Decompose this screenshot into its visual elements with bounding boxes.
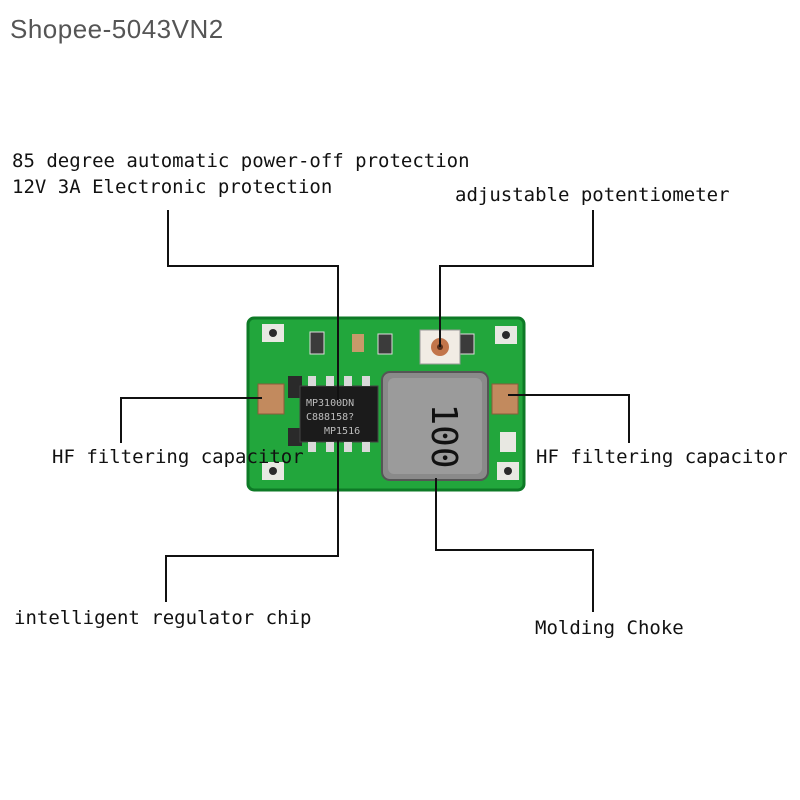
callout-chip: intelligent regulator chip — [14, 607, 312, 629]
inductor-marking: 100 — [423, 403, 464, 468]
leader-choke — [435, 478, 594, 612]
chip-marking-line-3: MP1516 — [324, 426, 360, 437]
store-watermark: Shopee-5043VN2 — [10, 14, 224, 44]
callout-thermal: 85 degree automatic power-off protection — [12, 150, 470, 172]
chip-marking-line-2: C888158? — [306, 412, 354, 423]
callout-cap-left: HF filtering capacitor — [52, 446, 304, 468]
callout-cap-right: HF filtering capacitor — [536, 446, 788, 468]
leader-lines — [120, 210, 630, 612]
leader-cap-left — [120, 397, 262, 443]
callout-protection: 12V 3A Electronic protection — [12, 176, 333, 198]
chip-marking-line-1: MP3100DN — [306, 398, 354, 409]
callout-choke: Molding Choke — [535, 617, 684, 639]
pcb-board — [246, 316, 526, 492]
leader-thermal — [167, 210, 339, 400]
callout-potentiometer: adjustable potentiometer — [455, 184, 730, 206]
leader-cap-right — [508, 394, 630, 443]
leader-potentiometer — [439, 210, 594, 347]
leader-chip — [165, 440, 339, 602]
